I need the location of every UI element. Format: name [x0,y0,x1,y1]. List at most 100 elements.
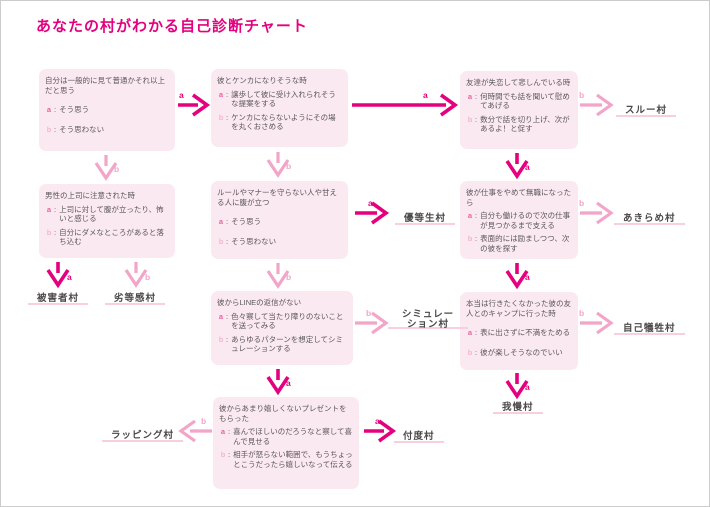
arrow-label-b: b [114,164,120,174]
village-name: ラッピング村 [111,430,175,441]
option-separator: : [475,328,478,337]
village-victim: 被害者村 [28,288,89,306]
question-1-option-b: b:そう思わない [45,125,169,135]
question-1-option-a: a:そう思う [45,105,169,115]
village-name: 付度村 [403,431,435,442]
option-separator: : [54,227,57,237]
village-underline [493,411,543,414]
option-separator: : [54,124,57,134]
village-name: 優等生村 [404,213,447,224]
arrow-label-a: a [525,382,530,392]
option-b-letter: b [467,114,473,124]
village-self-sacrifice: 自己犠牲村 [614,318,685,336]
village-name-line1: シミュレー [401,309,455,320]
page-title: あなたの村がわかる自己診断チャート [36,18,308,35]
option-separator: : [226,112,229,122]
option-a-text: 自分も働けるので次の仕事が見つかるまで支える [480,211,571,230]
option-b-letter: b [46,124,52,134]
arrow-q6-b-to-giving-up-village: b [579,199,615,225]
question-box-6: 彼が仕事をやめて無職になったら a:自分も働けるので次の仕事が見つかるまで支える… [460,181,578,259]
arrow-label-b: b [579,308,585,318]
question-box-1: 自分は一般的に見て普通かそれ以上だと思う a:そう思う b:そう思わない [39,69,175,151]
question-5-text: ルールやマナーを守らない人や甘える人に腹が立つ [217,188,337,207]
village-sontaku: 付度村 [394,426,444,444]
question-9-option-a: a:喜んでほしいのだろうなと察して喜んで見せる [219,427,353,446]
arrow-label-b: b [579,90,585,100]
option-a-text: 譲歩して彼に受け入れられそうな提案をする [231,89,336,109]
option-b-text: ケンカにならないようにその場を丸くおさめる [231,112,336,132]
right-arrow-icon [580,201,614,225]
village-underline [395,222,456,225]
down-arrow-icon [266,152,290,178]
right-arrow-icon [355,201,390,225]
village-endurance: 我慢村 [493,397,543,415]
village-wrapping: ラッピング村 [102,425,184,443]
option-separator: : [226,334,229,344]
down-arrow-icon [266,369,290,396]
arrow-q2-b-to-q5: b [265,151,291,179]
question-box-7: 彼からLINEの返信がない a:色々察して当たり障りのないことを送ってみる b:… [211,291,353,365]
arrow-q8-b-to-self-sacrifice-village: b [579,308,615,335]
arrow-q2-a-to-q3: a [351,90,461,117]
village-underline [388,326,468,329]
option-b-letter: b [46,227,52,237]
right-arrow-icon [355,311,389,335]
option-separator: : [226,311,229,321]
option-a-text: 表に出さずに不満をためる [480,328,571,337]
option-a-text: 上司に対して腹が立ったり、怖いと感じる [59,204,164,224]
question-2-option-a: a:譲歩して彼に受け入れられそうな提案をする [217,90,342,109]
option-separator: : [54,105,57,114]
question-8-option-b: b:彼が楽しそうなのでいい [466,348,572,358]
right-arrow-icon [178,93,211,117]
option-separator: : [228,427,231,436]
option-a-letter: a [467,91,473,101]
arrow-q7-b-to-simulation-village: b [354,308,390,335]
arrow-label-b: b [286,272,292,282]
arrow-q1-b-to-q4: b [93,154,119,182]
option-b-text: 彼が楽しそうなのでいい [480,347,563,357]
arrow-q5-a-to-honor-student-village: a [354,199,390,225]
question-6-option-a: a:自分も働けるので次の仕事が見つかるまで支える [466,211,572,230]
arrow-q8-a-to-endurance-village: a [504,372,530,400]
down-arrow-icon [505,153,529,180]
arrow-q9-b-to-wrapping-village: b [177,417,213,443]
option-b-letter: b [218,236,224,246]
village-simulation: シミュレー ション村 [388,309,468,330]
down-arrow-icon [505,263,529,290]
down-arrow-icon [505,373,529,400]
village-underline [614,332,685,335]
question-2-text: 彼とケンカになりそうな時 [217,76,307,85]
village-giving-up: あきらめ村 [614,208,685,226]
arrow-label-b: b [286,161,292,171]
arrow-q9-a-to-sontaku-village: a [363,417,397,443]
village-name: 自己犠牲村 [623,323,676,334]
arrow-label-a: a [423,90,428,100]
option-a-letter: a [46,105,52,114]
question-box-8: 本当は行きたくなかった彼の友人とのキャンプに行った時 a:表に出さずに不満をため… [460,292,578,370]
option-b-text: 表面的には励ましつつ、次の彼を探す [480,234,570,253]
question-7-option-a: a:色々察して当たり障りのないことを送ってみる [217,312,347,331]
option-separator: : [475,211,478,220]
question-6-text: 彼が仕事をやめて無職になったら [466,188,571,207]
arrow-q7-a-to-q9: a [265,368,291,396]
down-arrow-icon [46,262,70,289]
village-name: 劣等感村 [114,293,157,304]
village-underline [28,302,89,305]
question-4-option-b: b:自分にダメなところがあると落ち込む [45,228,169,247]
question-9-option-b: b:相手が怒らない範囲で、もうちょっとこうだったら嬉しいなって伝える [219,450,353,469]
arrow-label-b: b [366,308,372,318]
question-6-option-b: b:表面的には励ましつつ、次の彼を探す [466,234,572,253]
question-box-4: 男性の上司に注意された時 a:上司に対して腹が立ったり、怖いと感じる b:自分に… [39,184,175,258]
question-box-9: 彼からあまり嬉しくないプレゼントをもらった a:喜んでほしいのだろうなと察して喜… [213,397,359,489]
arrow-q4-b-to-inferiority-village: b [123,261,150,289]
option-a-letter: a [218,89,224,99]
question-5-option-a: a:そう思う [217,217,342,227]
arrow-q1-a-to-q2: a [177,91,211,117]
question-4-text: 男性の上司に注意された時 [45,191,135,200]
question-box-2: 彼とケンカになりそうな時 a:譲歩して彼に受け入れられそうな提案をする b:ケン… [211,69,348,147]
option-a-letter: a [218,217,224,226]
arrow-q4-a-to-victim-village: a [45,261,72,289]
option-b-letter: b [220,450,226,459]
option-a-letter: a [467,211,473,220]
